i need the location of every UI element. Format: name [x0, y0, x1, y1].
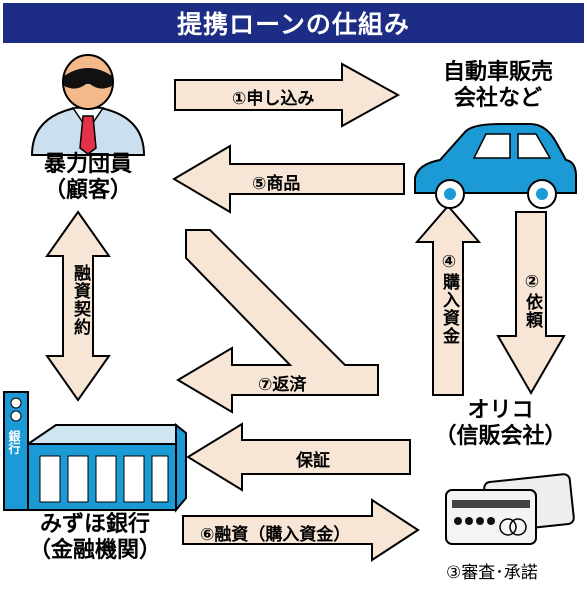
dealer-role: 会社など	[453, 86, 542, 112]
label-guarantee: 保証	[296, 451, 330, 471]
party-gang-member: 暴力団員 （顧客）	[28, 152, 148, 205]
title-bar: 提携ローンの仕組み	[3, 3, 584, 43]
dealer-name: 自動車販売	[442, 60, 553, 85]
arrow-repayment	[176, 229, 379, 414]
label-review: ③審査･承諾	[446, 563, 538, 583]
bank-sign-text: 銀行	[7, 430, 21, 454]
arrow-apply	[174, 62, 401, 128]
car-icon	[414, 123, 577, 209]
gang-name: 暴力団員	[43, 152, 132, 177]
arrow-guarantee	[186, 422, 411, 492]
bank-name: みずほ銀行	[39, 512, 150, 537]
label-purchase-funds: ④購入資金	[439, 252, 459, 345]
diagram-title: 提携ローンの仕組み	[177, 10, 410, 39]
orico-role: （信販会社）	[434, 424, 567, 450]
credit-cards-icon	[445, 473, 575, 545]
arrow-purchase-funds	[414, 204, 482, 396]
party-orico: オリコ （信販会社）	[418, 398, 583, 451]
label-financing: ⑥融資（購入資金）	[200, 525, 351, 545]
orico-name: オリコ	[467, 398, 534, 423]
label-loan-contract: 融資契約	[70, 264, 90, 336]
bank-building-icon	[3, 391, 187, 513]
arrow-request	[496, 211, 566, 395]
gang-member-icon	[30, 54, 146, 156]
arrow-financing	[182, 498, 420, 562]
label-goods: ⑤商品	[252, 174, 301, 194]
gang-role: （顧客）	[43, 178, 132, 204]
label-request: ②依頼	[522, 272, 542, 329]
party-bank: みずほ銀行 （金融機関）	[0, 512, 190, 565]
label-apply: ①申し込み	[232, 89, 315, 109]
arrow-goods	[172, 144, 405, 214]
bank-role: （金融機関）	[28, 538, 161, 564]
party-dealer: 自動車販売 会社など	[418, 60, 578, 113]
arrow-loan-contract	[45, 210, 111, 402]
label-repayment: ⑦返済	[258, 375, 307, 395]
